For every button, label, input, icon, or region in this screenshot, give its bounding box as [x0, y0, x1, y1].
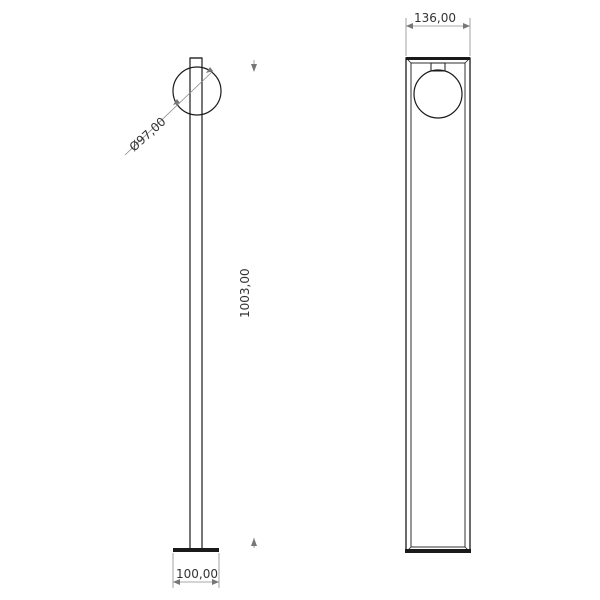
housing-inner	[410, 62, 466, 548]
globe-mount	[430, 62, 446, 72]
globe-side	[172, 66, 222, 116]
base-width-dimension: 100,00	[172, 553, 220, 588]
height-dimension: 1003,00	[238, 60, 257, 548]
front-view	[405, 57, 471, 553]
diameter-dimension: Ø97,00	[124, 67, 214, 156]
housing-outer	[405, 57, 471, 553]
height-label: 1003,00	[238, 268, 252, 318]
front-width-label: 136,00	[414, 11, 456, 25]
top-plate	[406, 57, 470, 60]
front-width-dimension: 136,00	[405, 11, 471, 56]
side-view	[172, 57, 222, 552]
diameter-label: Ø97,00	[127, 115, 169, 155]
base-width-label: 100,00	[176, 567, 218, 581]
bottom-plate-front	[405, 549, 471, 553]
base-plate-side	[173, 548, 219, 552]
globe-front	[413, 69, 463, 119]
pole-side	[189, 57, 203, 551]
